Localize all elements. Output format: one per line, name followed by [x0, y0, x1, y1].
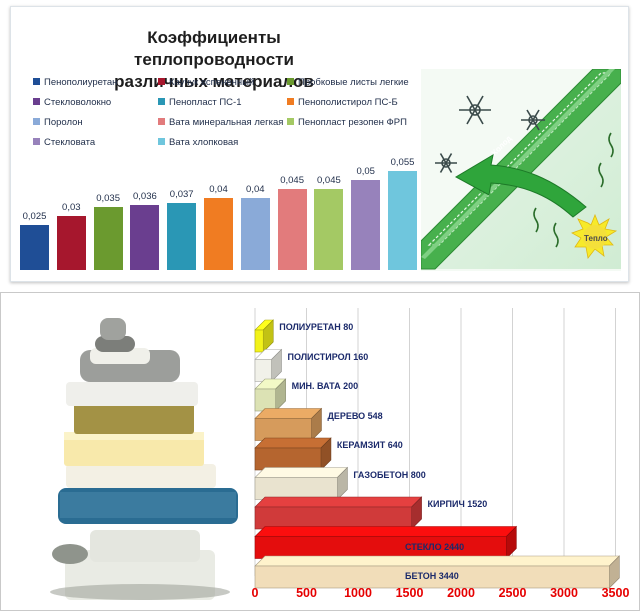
bar: [93, 207, 123, 270]
legend-swatch: [158, 98, 165, 105]
category-label: КЕРАМЗИТ 640: [336, 440, 403, 450]
bar-value-label: 0,045: [317, 175, 341, 186]
warm-label: Тепло: [584, 234, 608, 243]
snowflake-icon: [435, 95, 545, 173]
legend-swatch: [33, 98, 40, 105]
density-bars: [254, 319, 621, 589]
legend-label: Вата минеральная легкая: [169, 117, 284, 128]
bar-value-label: 0,037: [169, 189, 194, 201]
sun-icon: [571, 213, 618, 259]
category-label: МИН. ВАТА 200: [291, 381, 359, 391]
density-bar: [254, 348, 283, 383]
legend-label: Пенопласт ПС-1: [169, 97, 242, 108]
chart-title-line2: различных материалов: [114, 72, 314, 91]
category-label: ДЕРЕВО 548: [327, 410, 383, 421]
cold-arrow: [454, 153, 587, 218]
legend-label: Стекловолокно: [44, 97, 112, 108]
material-stack-image: [50, 318, 238, 600]
legend-swatch: [33, 138, 40, 145]
density-bar: [254, 496, 423, 530]
bar: [314, 189, 344, 270]
legend-label: Каучук вспененный: [169, 77, 255, 88]
x-tick-label: 3500: [601, 586, 630, 600]
legend-item: Каучук вспененный: [158, 77, 254, 88]
legend-label: Вата хлопковая: [169, 137, 239, 148]
bar-value-label: 0,045: [280, 175, 304, 186]
legend-item: Вата минеральная легкая: [158, 117, 283, 128]
wall-diagram: [421, 69, 621, 271]
legend-swatch: [287, 98, 294, 105]
category-label: СТЕКЛО 2440: [405, 541, 465, 552]
legend-swatch: [287, 118, 294, 125]
density-bar: [254, 525, 518, 560]
legend-item: Пробковые листы легкие: [287, 77, 409, 88]
legend-swatch: [33, 78, 40, 85]
legend-swatch: [158, 138, 165, 145]
category-label: БЕТОН 3440: [405, 571, 459, 581]
x-tick-label: 3000: [550, 586, 578, 600]
density-bar: [254, 437, 332, 471]
density-chart-svg: [50, 308, 635, 600]
bar: [388, 171, 417, 270]
density-bar: [254, 378, 287, 412]
x-tick-label: 500: [296, 586, 317, 600]
bar: [167, 203, 197, 270]
bar-value-label: 0,04: [209, 184, 228, 195]
bar: [204, 198, 233, 270]
legend-label: Пенополиуретан: [44, 77, 118, 88]
chart-title: Коэффициенты теплопроводности различных …: [69, 27, 359, 93]
legend-swatch: [158, 118, 165, 125]
bar-value-label: 0,025: [22, 211, 47, 222]
category-label: ГАЗОБЕТОН 800: [353, 469, 426, 480]
density-bar: [254, 466, 349, 501]
x-tick-label: 1500: [395, 586, 424, 600]
density-bar: [254, 319, 274, 353]
legend-label: Поролон: [44, 117, 83, 128]
legend-label: Пробковые листы легкие: [298, 77, 409, 88]
bar: [130, 205, 160, 270]
bar-value-label: 0,04: [246, 184, 265, 195]
bar-value-label: 0,05: [356, 166, 375, 177]
legend-item: Пенополиуретан: [33, 77, 117, 88]
legend-item: Пенопласт ПС-1: [158, 97, 242, 108]
x-tick-label: 0: [251, 586, 259, 600]
bar: [351, 180, 381, 270]
x-tick-label: 2000: [447, 586, 475, 600]
legend-item: Стекловата: [33, 137, 95, 148]
legend-item: Вата хлопковая: [158, 137, 238, 148]
legend-item: Стекловолокно: [33, 97, 111, 108]
legend-item: Пенополистирол ПС-Б: [287, 97, 398, 108]
bar-value-label: 0,036: [133, 191, 157, 203]
x-tick-label: 2500: [498, 586, 527, 600]
legend-item: Поролон: [33, 117, 83, 128]
legend-swatch: [158, 78, 165, 85]
bar: [20, 225, 49, 270]
legend-label: Пенополистирол ПС-Б: [298, 97, 398, 108]
legend-swatch: [33, 118, 40, 125]
bar: [277, 189, 307, 270]
bar: [56, 216, 86, 270]
category-label: КИРПИЧ 1520: [427, 499, 488, 509]
legend-label: Стекловата: [44, 137, 96, 148]
legend-item: Пенопласт резопен ФРП: [287, 117, 407, 128]
chart-title-line1: Коэффициенты теплопроводности: [134, 28, 294, 69]
category-label: ПОЛИСТИРОЛ 160: [287, 351, 369, 362]
bar-value-label: 0,035: [96, 193, 120, 204]
category-label: ПОЛИУРЕТАН 80: [279, 322, 354, 332]
legend-label: Пенопласт резопен ФРП: [298, 117, 407, 128]
bar-value-label: 0,055: [390, 157, 415, 168]
diagram-svg: Холод Тепло: [421, 69, 621, 271]
density-bar: [254, 407, 323, 442]
bar-value-label: 0,03: [62, 202, 81, 213]
bar: [240, 198, 270, 270]
density-bar: [254, 555, 621, 589]
thermal-conductivity-panel: Холод Тепло Коэффициенты теплопроводност…: [10, 6, 629, 282]
x-tick-label: 1000: [344, 586, 372, 600]
legend-swatch: [287, 78, 294, 85]
